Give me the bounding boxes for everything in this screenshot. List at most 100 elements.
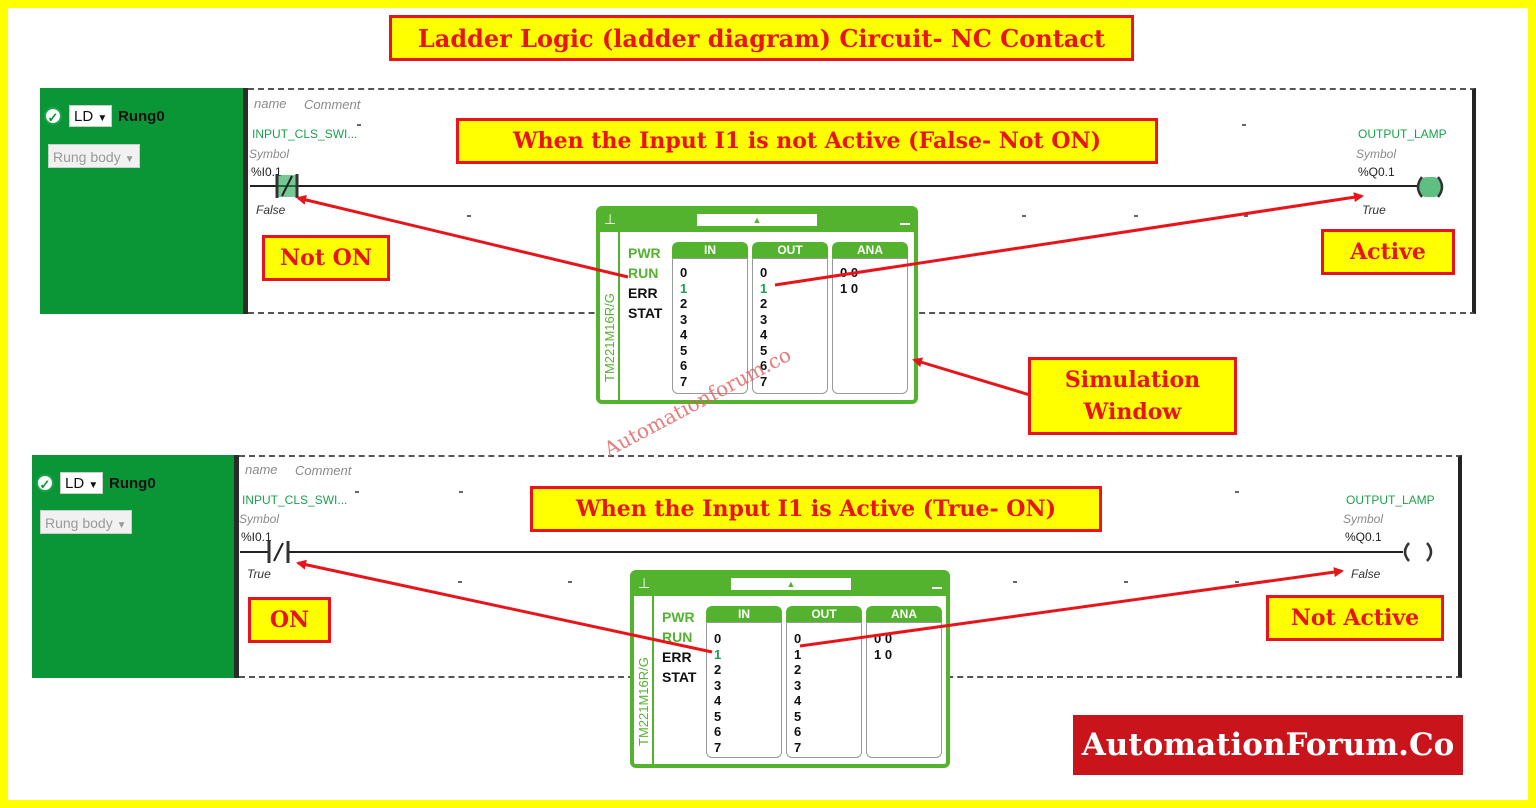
minimize-icon[interactable]	[932, 587, 942, 589]
io-bit[interactable]: 7	[760, 373, 768, 389]
sim-status-labels: PWR RUN ERR STAT	[662, 607, 696, 687]
io-bit[interactable]: 6	[760, 358, 768, 373]
io-bit[interactable]: 2	[680, 296, 688, 311]
io-bit[interactable]: 4	[680, 327, 688, 342]
rung-body-label: Rung body	[53, 149, 121, 165]
pin-icon[interactable]: ⊥	[604, 211, 617, 227]
io-bit[interactable]: 0	[714, 631, 722, 646]
rung-type-select[interactable]: LD ▼	[69, 105, 113, 127]
comment-label[interactable]: Comment	[304, 97, 361, 112]
chevron-down-icon: ▼	[116, 520, 127, 531]
minimize-icon[interactable]	[900, 223, 910, 225]
io-bit[interactable]: 2	[794, 662, 802, 677]
in-column-header: IN	[672, 242, 748, 258]
sim-titlebar[interactable]: ⊥ ▲	[600, 210, 914, 232]
input-variable: INPUT_CLS_SWI...	[242, 493, 348, 507]
rung-2-heading: When the Input I1 is Active (True- ON)	[530, 486, 1102, 532]
output-variable: OUTPUT_LAMP	[1346, 493, 1435, 507]
not-on-callout: Not ON	[262, 235, 390, 281]
io-bit[interactable]: 0	[680, 265, 688, 280]
check-icon[interactable]: ✓	[44, 107, 62, 125]
sim-collapse-tab[interactable]: ▲	[731, 578, 851, 590]
sim-collapse-tab[interactable]: ▲	[697, 214, 817, 226]
io-bit[interactable]: 4	[794, 693, 802, 708]
rung-type-select[interactable]: LD ▼	[60, 472, 104, 494]
input-address: %I0.1	[241, 530, 272, 544]
io-bit[interactable]: 0	[794, 631, 802, 646]
nc-contact-2[interactable]	[267, 541, 290, 563]
arrow-input-2	[296, 559, 713, 654]
comment-label[interactable]: Comment	[295, 463, 352, 478]
io-bit[interactable]: 2	[760, 296, 768, 311]
check-icon[interactable]: ✓	[36, 474, 54, 492]
io-bit[interactable]: 0	[760, 265, 768, 280]
grid-tick	[1235, 581, 1239, 583]
in-column	[706, 622, 782, 758]
input-state: False	[256, 203, 286, 217]
grid-tick	[1134, 215, 1138, 217]
out-column	[752, 258, 828, 394]
io-bit[interactable]: 7	[680, 373, 688, 389]
io-bit[interactable]: 5	[760, 342, 768, 358]
io-bit[interactable]: 3	[714, 677, 722, 693]
ana-column-header: ANA	[866, 606, 942, 622]
io-bit[interactable]: 5	[794, 708, 802, 724]
arrow-input-1	[296, 194, 629, 279]
output-variable: OUTPUT_LAMP	[1358, 127, 1447, 141]
io-bit[interactable]: 3	[794, 677, 802, 693]
io-bit[interactable]: 3	[760, 311, 768, 327]
on-callout: ON	[248, 597, 331, 643]
brand-logo: AutomationForum.Co	[1073, 715, 1463, 775]
grid-tick	[1242, 124, 1246, 126]
grid-tick	[357, 124, 361, 126]
io-bit[interactable]: 1	[760, 280, 768, 296]
input-symbol: Symbol	[249, 147, 290, 161]
rung-body-label: Rung body	[45, 515, 113, 531]
chevron-down-icon: ▼	[124, 154, 135, 165]
io-bit[interactable]: 6	[680, 358, 688, 373]
pwr-led: PWR	[628, 245, 661, 261]
rung-body-select[interactable]: Rung body ▼	[48, 144, 140, 168]
io-bit[interactable]: 4	[714, 693, 722, 708]
io-bit[interactable]: 7	[714, 739, 722, 755]
io-bit[interactable]: 5	[680, 342, 688, 358]
io-bit[interactable]: 1	[680, 280, 688, 296]
nc-contact-1[interactable]	[275, 174, 299, 198]
io-bit[interactable]: 1	[714, 646, 722, 662]
run-led: RUN	[662, 629, 693, 645]
output-coil-2[interactable]	[1403, 542, 1433, 562]
output-coil-1[interactable]	[1416, 176, 1444, 198]
in-column	[672, 258, 748, 394]
pin-icon[interactable]: ⊥	[638, 575, 651, 591]
rung-header-1: ✓ LD ▼ Rung0 Rung body ▼	[40, 88, 248, 314]
out-column-header: OUT	[786, 606, 862, 622]
sim-titlebar[interactable]: ⊥ ▲	[634, 574, 946, 596]
rung-body-select[interactable]: Rung body ▼	[40, 510, 132, 534]
ana-column-header: ANA	[832, 242, 908, 258]
output-state: False	[1351, 567, 1381, 581]
name-label: name	[254, 96, 287, 111]
io-bit[interactable]: 7	[794, 739, 802, 755]
output-address: %Q0.1	[1345, 530, 1382, 544]
io-bit[interactable]: 5	[714, 708, 722, 724]
name-label: name	[245, 462, 278, 477]
sim-model-bar: TM221M16R/G	[600, 232, 620, 400]
io-bit[interactable]: 2	[714, 662, 722, 677]
io-bit[interactable]: 3	[680, 311, 688, 327]
io-bit[interactable]: 6	[714, 724, 722, 739]
page-title: Ladder Logic (ladder diagram) Circuit- N…	[389, 15, 1134, 61]
grid-tick	[568, 581, 572, 583]
arrow-output-2	[799, 567, 1344, 648]
io-bit[interactable]: 6	[794, 724, 802, 739]
stat-led: STAT	[662, 669, 697, 685]
grid-tick	[355, 491, 359, 493]
io-bit[interactable]: 1	[794, 646, 802, 662]
io-bit[interactable]: 4	[760, 327, 768, 342]
